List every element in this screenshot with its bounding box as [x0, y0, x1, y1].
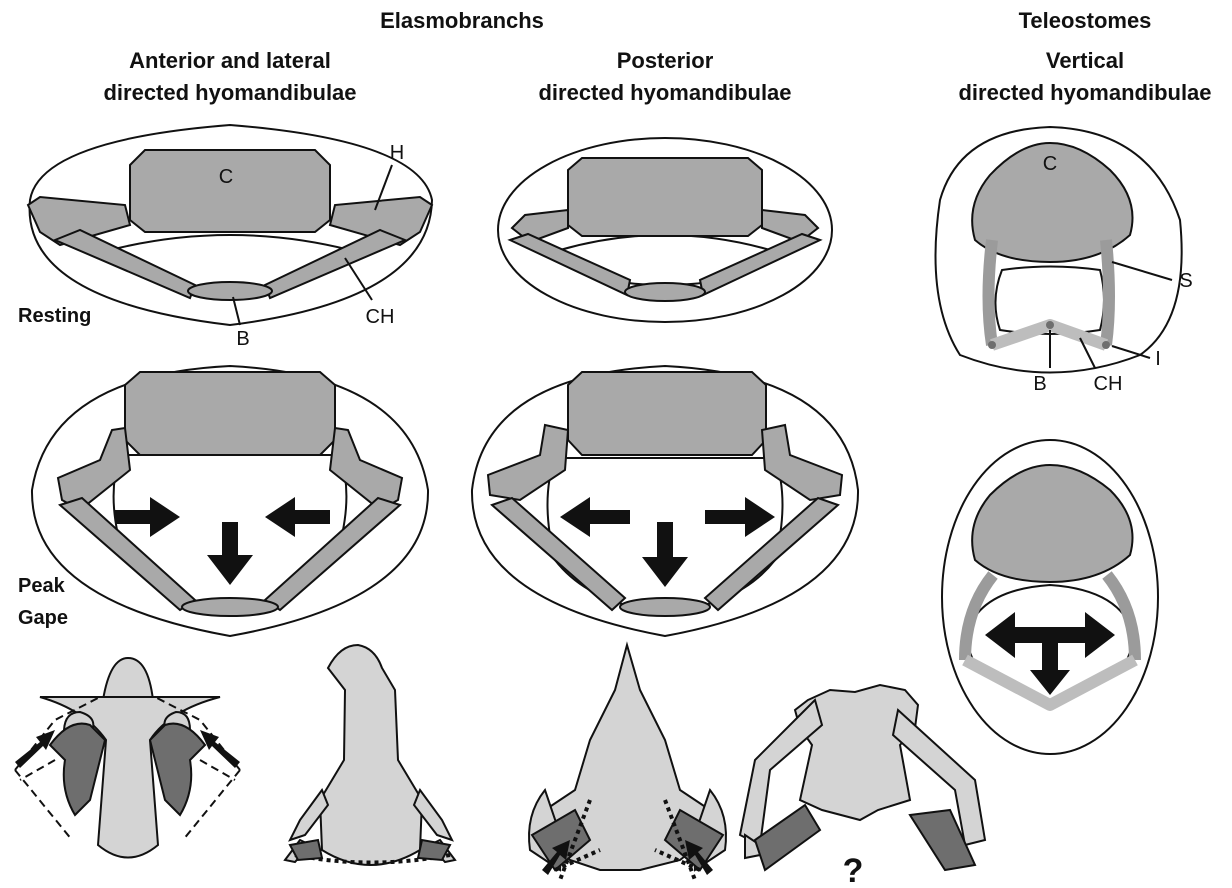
suspensorium-left	[989, 240, 993, 345]
basihyal	[620, 598, 710, 616]
col3-header-line1: Vertical	[1046, 48, 1124, 73]
row-label-peak: Peak	[18, 575, 66, 597]
chondrocranium	[125, 372, 335, 455]
diagram-col2-resting	[498, 138, 832, 322]
interhyal-right	[1102, 341, 1110, 349]
cranium	[320, 645, 422, 865]
col1-header-line1: Anterior and lateral	[129, 48, 331, 73]
label-c: C	[1043, 153, 1057, 175]
chondrocranium	[568, 158, 762, 236]
col3-header-line2: directed hyomandibulae	[958, 80, 1211, 105]
col2-header-line1: Posterior	[617, 48, 714, 73]
label-ch: CH	[366, 306, 395, 328]
skeleton-specimen-2	[285, 645, 455, 865]
chondrocranium	[568, 372, 766, 455]
skeleton-specimen-3	[529, 645, 726, 880]
label-i: I	[1155, 348, 1161, 370]
teleostomes-header: Teleostomes	[1019, 8, 1152, 33]
label-c: C	[219, 166, 233, 188]
col1-header-line2: directed hyomandibulae	[103, 80, 356, 105]
label-ch: CH	[1094, 373, 1123, 395]
row-label-gape: Gape	[18, 607, 68, 629]
interhyal-left	[988, 341, 996, 349]
label-b: B	[1033, 373, 1046, 395]
basihyal	[188, 282, 272, 300]
label-b: B	[236, 328, 249, 350]
label-s: S	[1179, 270, 1192, 292]
diagram-col3-peak	[942, 440, 1158, 754]
diagram-col1-peak	[32, 366, 428, 636]
ceratohyal-right	[150, 724, 205, 815]
skeleton-specimen-4: ?	[740, 685, 985, 888]
diagram-col2-peak	[472, 366, 858, 636]
unknown-range-mark: ?	[843, 852, 864, 888]
elasmobranchs-header: Elasmobranchs	[380, 8, 544, 33]
basihyal	[182, 598, 278, 616]
chondrocranium	[130, 150, 330, 232]
suspensorium-right	[1106, 240, 1109, 345]
ceratohyal-left	[50, 724, 105, 815]
skeleton-specimen-1	[15, 658, 240, 858]
rostrum	[103, 658, 153, 700]
col2-header-line2: directed hyomandibulae	[538, 80, 791, 105]
basihyal	[625, 283, 705, 301]
label-h: H	[390, 142, 404, 164]
diagram-col3-resting: C S I B CH	[936, 127, 1193, 395]
basihyal-joint	[1046, 321, 1054, 329]
row-label-resting: Resting	[18, 305, 91, 327]
